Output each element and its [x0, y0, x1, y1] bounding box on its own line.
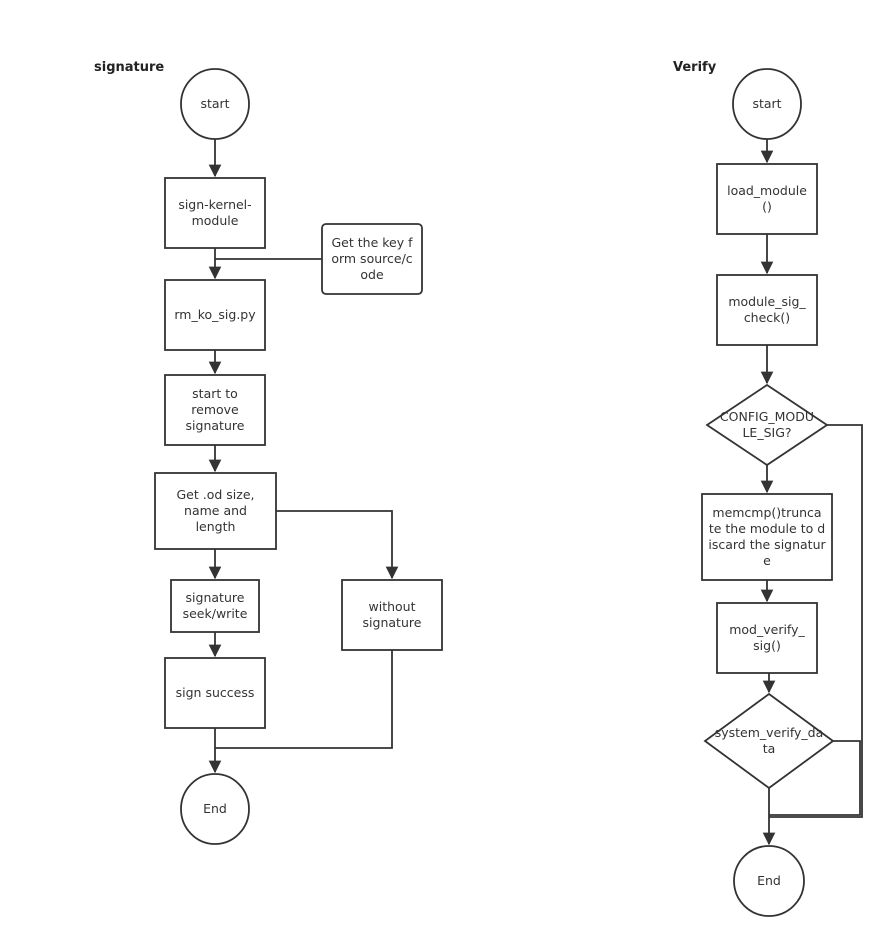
sig-start-label: start — [200, 96, 230, 111]
ver-system-verify-data-label: system_verify_da ta — [714, 725, 824, 756]
ver-line-config-bypass — [769, 424, 863, 818]
sig-without-signature-label: without signature — [362, 599, 422, 630]
sig-line-without-to-end — [215, 650, 393, 749]
sig-rm-ko-sig-node — [164, 279, 266, 351]
ver-load-module-node — [716, 163, 818, 235]
verify-title: Verify — [673, 60, 717, 75]
ver-mod-verify-sig-label: mod_verify_ sig() — [729, 622, 805, 653]
sig-sign-success-label: sign success — [175, 685, 255, 700]
ver-end-node — [733, 845, 805, 917]
sig-end-node — [180, 773, 250, 845]
ver-start-label: start — [752, 96, 782, 111]
sig-sign-kernel-module-node — [164, 177, 266, 249]
sig-end-label: End — [203, 801, 227, 816]
ver-line-system-bypass — [769, 740, 861, 816]
ver-memcmp-node — [701, 493, 833, 581]
sig-start-remove-label: start to remove signature — [185, 386, 245, 433]
ver-end-label: End — [757, 873, 781, 888]
sig-start-remove-node — [164, 374, 266, 446]
sig-get-od-size-node — [154, 472, 277, 550]
sig-rm-ko-sig-label: rm_ko_sig.py — [174, 307, 256, 322]
ver-config-module-sig-label: CONFIG_MODU LE_SIG? — [719, 409, 815, 440]
sig-get-od-size-label: Get .od size, name and length — [176, 487, 255, 534]
ver-mod-verify-sig-node — [716, 602, 818, 674]
sig-without-signature-node — [341, 579, 443, 651]
ver-module-sig-check-label: module_sig_ check() — [728, 294, 806, 325]
ver-load-module-label: load_module () — [727, 183, 807, 214]
signature-title: signature — [94, 60, 165, 75]
sig-sign-success-node — [164, 657, 266, 729]
sig-sign-kernel-module-label: sign-kernel-module — [178, 197, 252, 228]
sig-get-key-label: Get the key form source/code — [331, 235, 413, 282]
sig-arrow-od-to-without — [276, 510, 399, 580]
ver-memcmp-label: memcmp()trunca te the module to discard … — [708, 505, 826, 568]
sig-signature-seek-node — [170, 579, 260, 633]
sig-signature-seek-label: signature seek/write — [182, 590, 248, 621]
